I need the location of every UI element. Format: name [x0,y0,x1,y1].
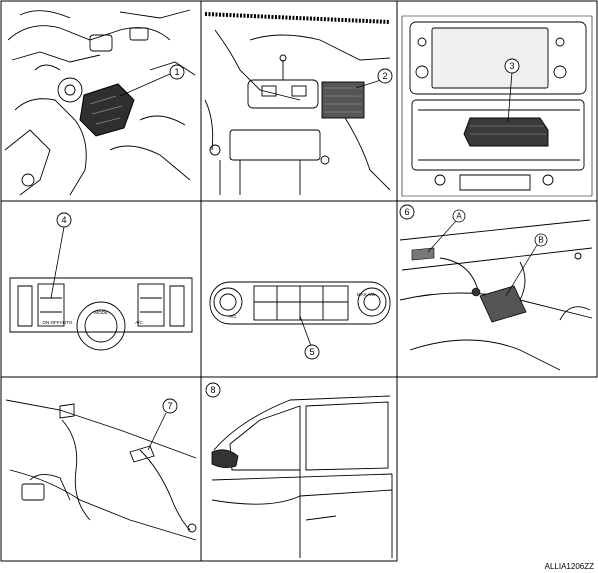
svg-text:4: 4 [61,215,66,225]
component-1-unit [79,73,171,137]
component-8-sensor [211,449,239,468]
callout-5: 5 [304,344,320,360]
svg-text:6: 6 [404,207,409,217]
svg-text:1: 1 [174,67,179,77]
leader-7 [147,412,167,451]
panel-5-labels: A/C MAX A/C [229,292,376,319]
leader-4 [50,226,65,299]
svg-text:B: B [538,236,543,245]
panel-4-labels: ON·OFF AUTO MODE A/C [42,310,143,325]
callout-4: 4 [56,212,72,228]
mode-label: MODE [94,310,108,315]
leader-5 [299,315,312,347]
svg-text:2: 2 [382,71,387,81]
panel-5-ac-controller [209,281,391,325]
svg-text:5: 5 [309,347,314,357]
onoff-label: ON·OFF [42,320,59,325]
svg-text:A: A [456,212,462,221]
auto-label: AUTO [60,320,73,325]
svg-text:8: 8 [210,385,215,395]
callout-2: 2 [377,68,393,84]
callout-1: 1 [169,64,185,80]
panel-2-engine-bay-right [204,12,391,195]
figure-code: ALLIA1206ZZ [545,562,594,571]
panel-8-vehicle-side [211,395,393,558]
ac-label: A/C [135,320,143,325]
max-ac-label: MAX A/C [357,292,376,297]
callout-6: 6 [399,204,415,220]
letter-callout-b: B [534,233,548,247]
panel-3-center-console [401,15,593,197]
panel-1-engine-bay-left [4,9,196,196]
ac-label: A/C [229,314,237,319]
component-2-unit [321,79,382,119]
panel-7-harness [5,399,197,541]
component-6-sensor [411,220,538,323]
callout-8: 8 [205,382,221,398]
callout-3: 3 [504,58,520,74]
component-3-unit [463,71,549,147]
letter-callout-a: A [452,209,466,223]
svg-text:7: 7 [167,401,172,411]
svg-text:3: 3 [509,61,514,71]
callout-7: 7 [162,398,178,414]
